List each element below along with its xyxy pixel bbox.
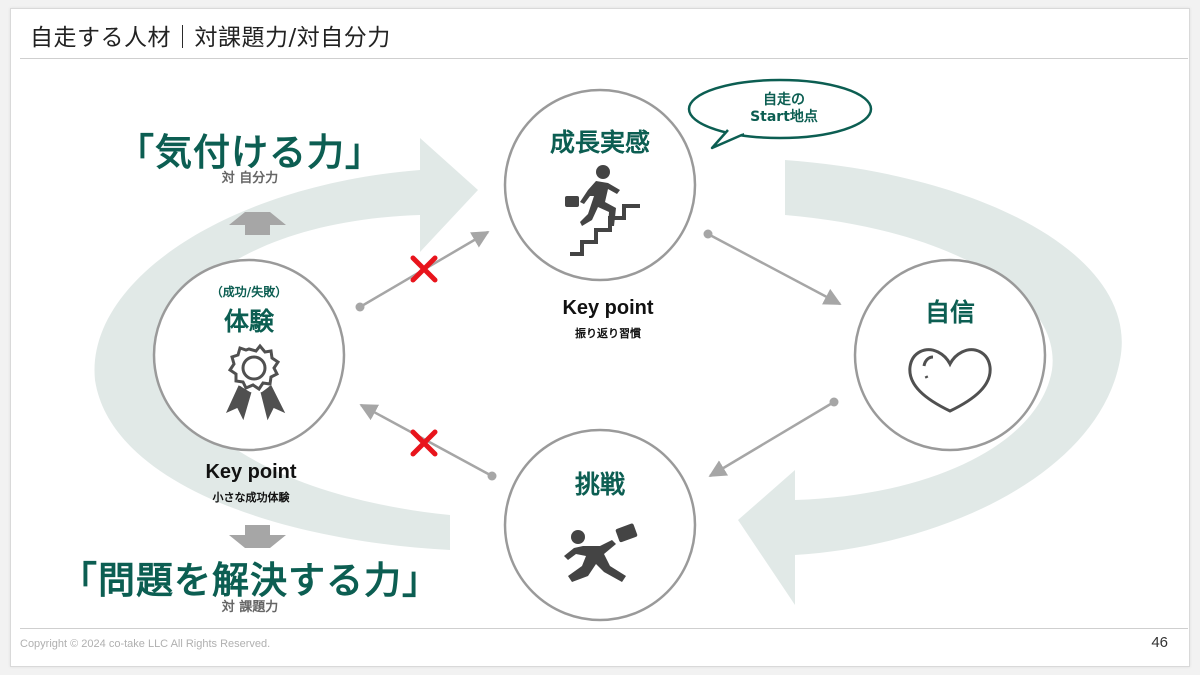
experience-title: 体験: [223, 307, 275, 336]
experience-small-label: （成功/失敗）: [210, 285, 288, 299]
person-climbing-stairs-icon: [565, 165, 640, 256]
up-arrow: [229, 212, 286, 235]
running-businessman-icon: [564, 523, 638, 582]
connector-confidence-to-challenge: [708, 397, 839, 478]
title-divider: [20, 58, 1188, 59]
confidence-title: 自信: [924, 298, 976, 327]
cross-mark-upper: [410, 255, 438, 283]
connector-growth-to-confidence: [703, 229, 842, 306]
bottom-ability-subtitle: 対 課題力: [221, 600, 279, 615]
growth-key-point: Key point: [562, 297, 654, 319]
footer-divider: [20, 628, 1188, 629]
slide-title: 自走する人材｜対課題力/対自分力: [30, 25, 391, 51]
speech-bubble: [687, 78, 873, 150]
heart-icon: [908, 348, 992, 413]
node-experience-circle: [152, 258, 346, 452]
node-confidence-circle: [853, 258, 1047, 452]
challenge-title: 挑戦: [574, 470, 626, 499]
award-ribbon-icon: [225, 343, 286, 421]
page-number: 46: [1151, 634, 1168, 651]
speech-bubble-line2: Start地点: [750, 109, 818, 125]
node-challenge-circle: [503, 428, 697, 622]
top-ability-title: 「気付ける力」: [117, 131, 383, 174]
down-arrow: [229, 525, 286, 548]
bottom-ability-title: 「問題を解決する力」: [60, 559, 440, 602]
growth-key-point-detail: 振り返り習慣: [575, 327, 641, 340]
growth-title: 成長実感: [549, 128, 651, 157]
speech-bubble-line1: 自走の: [763, 92, 805, 108]
experience-key-point: Key point: [205, 461, 297, 483]
cycle-arrow-bottom-right: [738, 160, 1122, 605]
copyright-notice: Copyright © 2024 co-take LLC All Rights …: [20, 638, 271, 650]
cross-mark-lower: [410, 429, 438, 457]
experience-key-point-detail: 小さな成功体験: [212, 491, 290, 504]
top-ability-subtitle: 対 自分力: [221, 171, 279, 186]
connector-challenge-to-experience: [359, 403, 497, 481]
cycle-arrow-top-left: [94, 138, 478, 550]
